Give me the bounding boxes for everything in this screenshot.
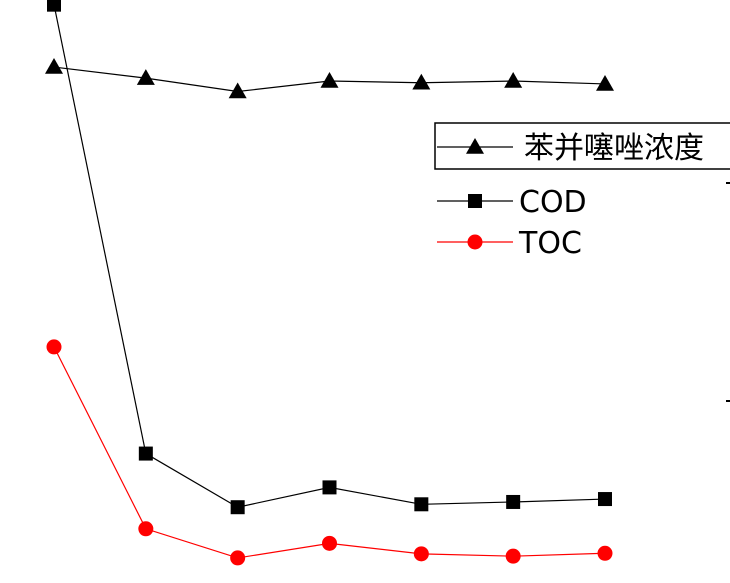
triangle-series-point: [320, 72, 339, 88]
circle-series-point: [597, 545, 613, 561]
triangle-series-point: [504, 72, 523, 88]
square-legend-label: COD: [519, 185, 587, 220]
triangle-series-point: [228, 82, 247, 99]
triangle-series-point: [45, 58, 63, 74]
right-axis-tick: [726, 400, 730, 402]
circle-legend-label: TOC: [518, 226, 582, 261]
legend: 苯并噻唑浓度 COD TOC: [434, 122, 730, 402]
triangle-series-point: [596, 74, 614, 91]
square-series-point: [322, 480, 337, 495]
triangle-series-point: [136, 69, 155, 85]
triangle-legend-marker: [466, 138, 484, 154]
square-series-point: [138, 446, 153, 461]
circle-series-point: [413, 546, 429, 562]
legend-items: 苯并噻唑浓度 COD TOC: [437, 131, 704, 261]
circle-series-line: [53, 346, 606, 559]
square-series-point: [414, 497, 429, 512]
circle-series-point: [230, 550, 246, 566]
right-axis-tick: [726, 182, 730, 184]
circle-series-point: [46, 339, 62, 355]
legend-box: [434, 122, 730, 170]
square-legend-marker: [468, 194, 482, 208]
circle-series-point: [505, 548, 521, 564]
square-series-point: [230, 500, 245, 515]
circle-legend-marker: [467, 234, 483, 250]
circle-series-point: [322, 535, 337, 551]
triangle-legend-label: 苯并噻唑浓度: [524, 131, 704, 166]
square-series-point: [598, 492, 612, 507]
square-series-point: [47, 0, 61, 12]
square-series-point: [506, 494, 521, 509]
triangle-series-point: [412, 73, 431, 90]
circle-series-point: [138, 521, 154, 537]
plot-area: [45, 0, 614, 566]
